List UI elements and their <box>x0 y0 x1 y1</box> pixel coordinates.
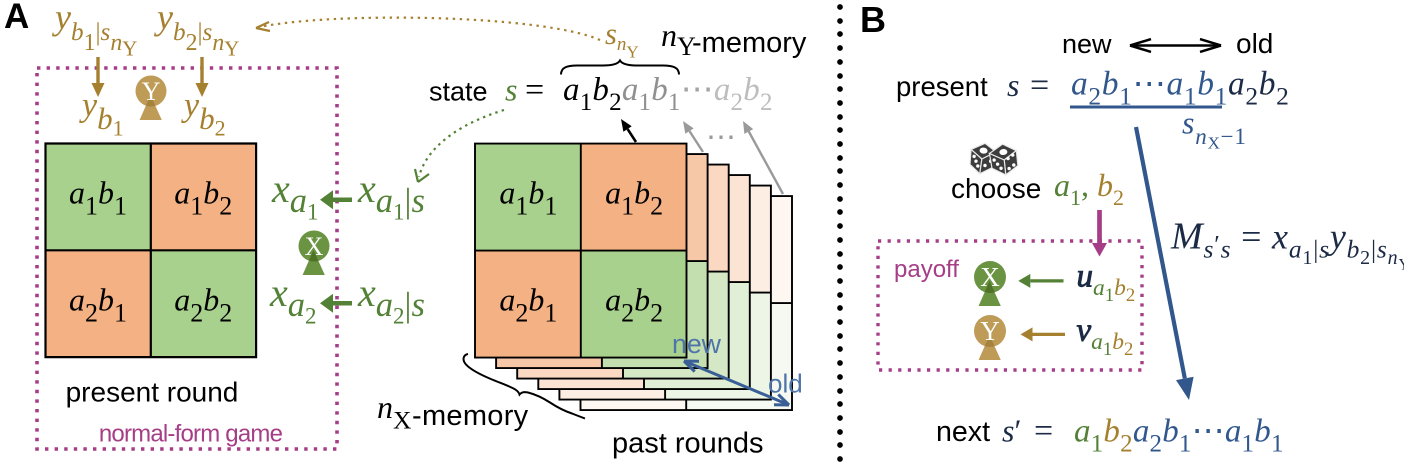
svg-text:nX: nX <box>377 389 411 435</box>
svg-text:yb1|snY: yb1|snY <box>52 0 137 61</box>
svg-text:s: s <box>1007 67 1019 103</box>
svg-text:next: next <box>936 416 990 448</box>
svg-text:a2b1⋯a1b1a2b2: a2b1⋯a1b1a2b2 <box>1071 66 1289 111</box>
svg-text:a2b2: a2b2 <box>174 281 232 327</box>
svg-text:xa2: xa2 <box>269 270 317 329</box>
svg-text:payoff: payoff <box>894 256 959 283</box>
svg-text:snX−1: snX−1 <box>1182 105 1247 153</box>
svg-text:a1b2a1b1⋯a2b2: a1b2a1b1⋯a2b2 <box>563 72 773 116</box>
svg-text:snY: snY <box>605 17 639 62</box>
svg-text:X: X <box>305 232 324 261</box>
svg-text:past rounds: past rounds <box>612 428 764 460</box>
svg-text:⋯: ⋯ <box>706 121 736 154</box>
svg-text:yb2: yb2 <box>181 87 226 141</box>
svg-text:s′: s′ <box>1002 413 1021 449</box>
svg-text:a2b1: a2b1 <box>69 281 127 327</box>
svg-text:-memory: -memory <box>692 27 807 59</box>
svg-text:normal-form game: normal-form game <box>99 421 283 448</box>
svg-text:new: new <box>1062 29 1112 59</box>
svg-text:yb1: yb1 <box>79 87 124 141</box>
svg-text:A: A <box>4 0 29 36</box>
svg-text:xa1: xa1 <box>271 166 319 225</box>
svg-text:present round: present round <box>66 377 239 408</box>
svg-text:B: B <box>860 0 886 40</box>
svg-text:a1b2: a1b2 <box>174 174 232 220</box>
svg-text:new: new <box>672 329 722 359</box>
svg-text:u: u <box>1077 259 1094 295</box>
svg-text:v: v <box>1077 313 1092 349</box>
svg-text:a1b1: a1b1 <box>499 174 557 220</box>
svg-text:a2b2: a2b2 <box>605 281 663 327</box>
svg-text:a1b1: a1b1 <box>69 174 127 220</box>
svg-text:xa1|s: xa1|s <box>357 166 425 225</box>
svg-text:Y: Y <box>142 77 161 106</box>
svg-text:state: state <box>429 77 488 107</box>
svg-text:old: old <box>1236 28 1273 59</box>
svg-text:xa2|s: xa2|s <box>357 270 425 329</box>
svg-text:present: present <box>896 71 988 102</box>
svg-text:a2b1: a2b1 <box>499 281 557 327</box>
svg-text:Ms′s = xa1|syb2|snY: Ms′s = xa1|syb2|snY <box>1170 216 1404 274</box>
svg-text:-memory: -memory <box>412 400 529 432</box>
svg-text:Y: Y <box>980 316 1000 346</box>
svg-text:nY: nY <box>661 17 696 61</box>
svg-text:a1b2: a1b2 <box>605 174 663 220</box>
svg-text:X: X <box>980 262 1000 292</box>
svg-text:a1, b2: a1, b2 <box>1054 167 1124 210</box>
svg-text:old: old <box>768 369 803 399</box>
svg-text:choose: choose <box>951 173 1041 204</box>
svg-text:=: = <box>1030 67 1049 104</box>
svg-text:s: s <box>505 72 517 108</box>
svg-text:a1b2a2b1⋯a1b1: a1b2a2b1⋯a1b1 <box>1074 414 1284 458</box>
svg-text:=: = <box>525 72 544 109</box>
svg-text:yb2|snY: yb2|snY <box>154 0 239 61</box>
svg-text:=: = <box>1034 413 1053 450</box>
